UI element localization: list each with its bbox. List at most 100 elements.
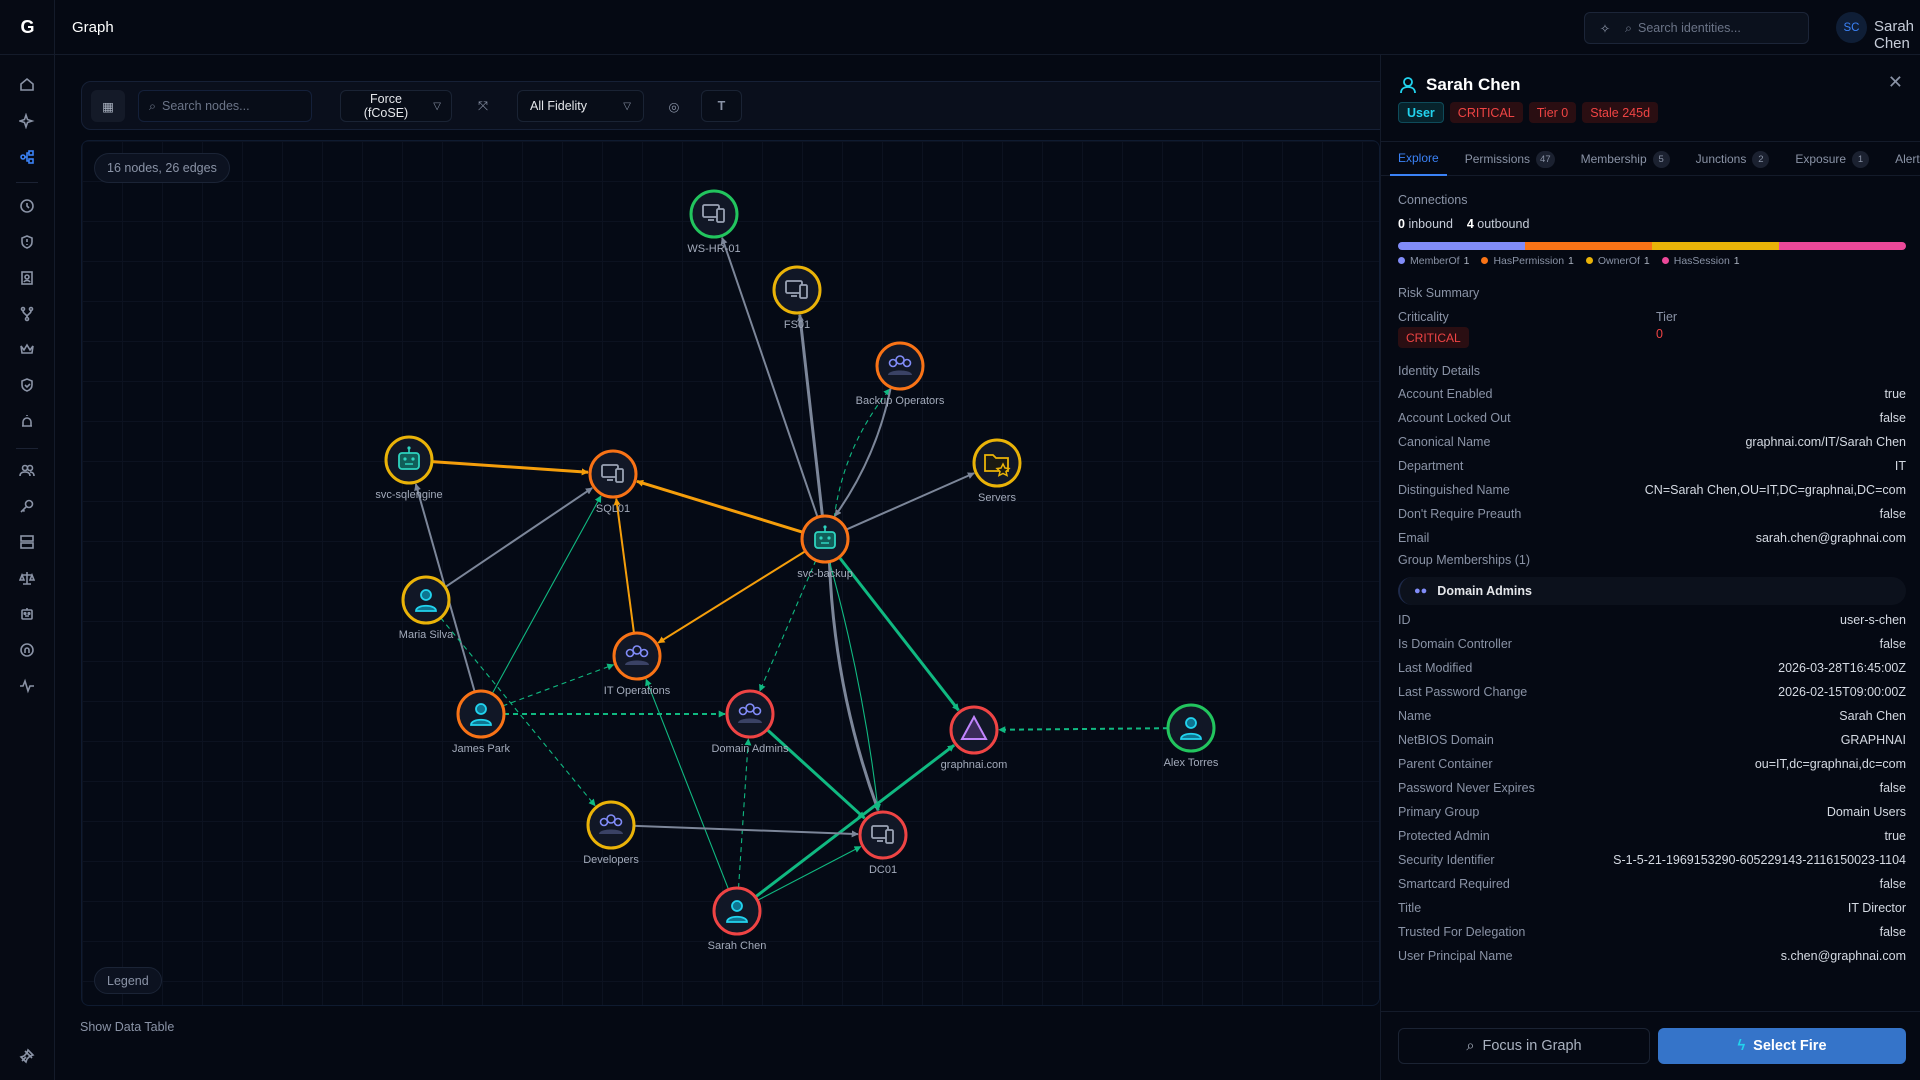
domain-icon — [960, 714, 988, 740]
fit-view-button[interactable]: ⤧ — [468, 90, 498, 122]
edge-sb-sql[interactable] — [636, 479, 804, 534]
labels-toggle-button[interactable]: T — [701, 90, 742, 122]
graph-node-at[interactable]: Alex Torres — [1164, 703, 1219, 769]
activity-icon[interactable] — [15, 674, 39, 698]
branch-icon[interactable] — [15, 302, 39, 326]
app-logo[interactable]: G — [0, 0, 55, 55]
group-icon — [738, 703, 762, 723]
graph-node-sql[interactable]: SQL01 — [588, 449, 638, 515]
graph-node-ito[interactable]: IT Operations — [604, 631, 671, 697]
key-icon[interactable] — [15, 494, 39, 518]
tab-alerts[interactable]: Alerts3 — [1895, 152, 1920, 166]
show-data-table-link[interactable]: Show Data Table — [80, 1020, 175, 1034]
fidelity-dropdown[interactable]: All Fidelity▽ — [517, 90, 644, 122]
edge-sqe-sql[interactable] — [431, 460, 589, 476]
edge-sb-ws[interactable] — [720, 236, 819, 518]
graph-node-bo[interactable]: Backup Operators — [856, 341, 945, 407]
shield-alert-icon[interactable] — [15, 230, 39, 254]
edge-sb-srv[interactable] — [845, 472, 975, 531]
node-label: Alex Torres — [1164, 757, 1219, 769]
graph-node-sb[interactable]: svc-backup — [797, 514, 853, 580]
user-name[interactable]: Sarah Chen — [1874, 18, 1915, 52]
users-icon[interactable] — [15, 458, 39, 482]
ai-sparkle-icon[interactable]: ✧ — [1599, 21, 1611, 36]
edge-sc-ito[interactable] — [645, 678, 730, 890]
graph-node-da[interactable]: Domain Admins — [711, 689, 789, 755]
graph-node-srv[interactable]: Servers — [972, 438, 1022, 504]
panel-title: Sarah Chen — [1426, 75, 1521, 94]
crown-icon[interactable] — [15, 337, 39, 361]
edge-sb-bo[interactable] — [833, 388, 891, 518]
user-icon — [470, 703, 492, 726]
group-item[interactable]: ●●Domain Admins — [1398, 577, 1906, 605]
search-input[interactable]: Search identities... — [1638, 21, 1741, 35]
edge-sb-da[interactable] — [759, 559, 817, 692]
identity-search[interactable]: ✧ ⌕ Search identities... — [1584, 12, 1809, 44]
graph-node-fs[interactable]: FS01 — [772, 265, 822, 331]
edge-at-dom[interactable] — [998, 726, 1169, 734]
user-icon — [415, 589, 437, 612]
scale-icon[interactable] — [15, 566, 39, 590]
edge-sb-dc[interactable] — [827, 561, 880, 812]
risk-summary-title: Risk Summary — [1398, 286, 1480, 300]
avatar[interactable]: SC — [1836, 12, 1867, 43]
graph-node-dc[interactable]: DC01 — [858, 810, 908, 876]
graph-node-dev[interactable]: Developers — [583, 800, 639, 866]
tab-explore[interactable]: Explore — [1390, 142, 1447, 176]
unpin-icon[interactable] — [15, 1044, 39, 1068]
edge-jp-ito[interactable] — [502, 663, 615, 707]
graph-node-sqe[interactable]: svc-sqlengine — [375, 435, 443, 501]
edge-sb-fs[interactable] — [797, 314, 824, 517]
edge-sc-da[interactable] — [737, 738, 752, 889]
layout-dropdown[interactable]: Force(fCoSE)▽ — [340, 90, 452, 122]
edge-sb-dom[interactable] — [837, 556, 960, 712]
edge-bo-sb[interactable] — [834, 386, 892, 517]
contacts-icon[interactable] — [15, 266, 39, 290]
connection-counts: 0 inbound 4 outbound — [1398, 217, 1530, 231]
grid-view-button[interactable]: ▦ — [91, 90, 125, 122]
edge-da-dc[interactable] — [766, 728, 866, 820]
server-icon[interactable] — [15, 530, 39, 554]
edge-ito-sql[interactable] — [613, 498, 635, 634]
node-search-input[interactable]: ⌕Search nodes... — [138, 90, 312, 122]
edge-dev-dc[interactable] — [633, 824, 859, 838]
edge-jp-sql[interactable] — [491, 495, 602, 695]
chevron-down-icon: ▽ — [433, 101, 441, 112]
edge-sb-ito[interactable] — [657, 550, 807, 644]
legend-button[interactable]: Legend — [94, 967, 162, 994]
edge-sc-dom[interactable] — [754, 743, 956, 899]
close-icon[interactable]: ✕ — [1887, 72, 1903, 92]
edge-sc-dc[interactable] — [757, 846, 862, 901]
edge-sb-dc[interactable] — [828, 561, 881, 812]
sparkles-icon[interactable] — [15, 109, 39, 133]
focus-in-graph-button[interactable]: ⌕Focus in Graph — [1398, 1028, 1650, 1064]
history-icon[interactable] — [15, 194, 39, 218]
graph-node-dom[interactable]: graphnai.com — [941, 705, 1008, 771]
alarm-icon[interactable] — [15, 409, 39, 433]
graph-node-sc[interactable]: Sarah Chen — [708, 886, 767, 952]
visibility-button[interactable]: ◎ — [659, 90, 689, 122]
graph-node-jp[interactable]: James Park — [452, 689, 511, 755]
edge-ms-dev[interactable] — [440, 617, 596, 807]
edge-ms-sql[interactable] — [444, 487, 593, 588]
graph-node-ws[interactable]: WS-HR-01 — [687, 189, 741, 255]
shield-check-icon[interactable] — [15, 373, 39, 397]
fingerprint-icon[interactable] — [15, 638, 39, 662]
graph-node-ms[interactable]: Maria Silva — [399, 575, 454, 641]
bot-icon[interactable] — [15, 602, 39, 626]
sidebar-divider — [16, 182, 38, 183]
home-icon[interactable] — [15, 72, 39, 96]
graph-icon[interactable] — [15, 145, 39, 169]
